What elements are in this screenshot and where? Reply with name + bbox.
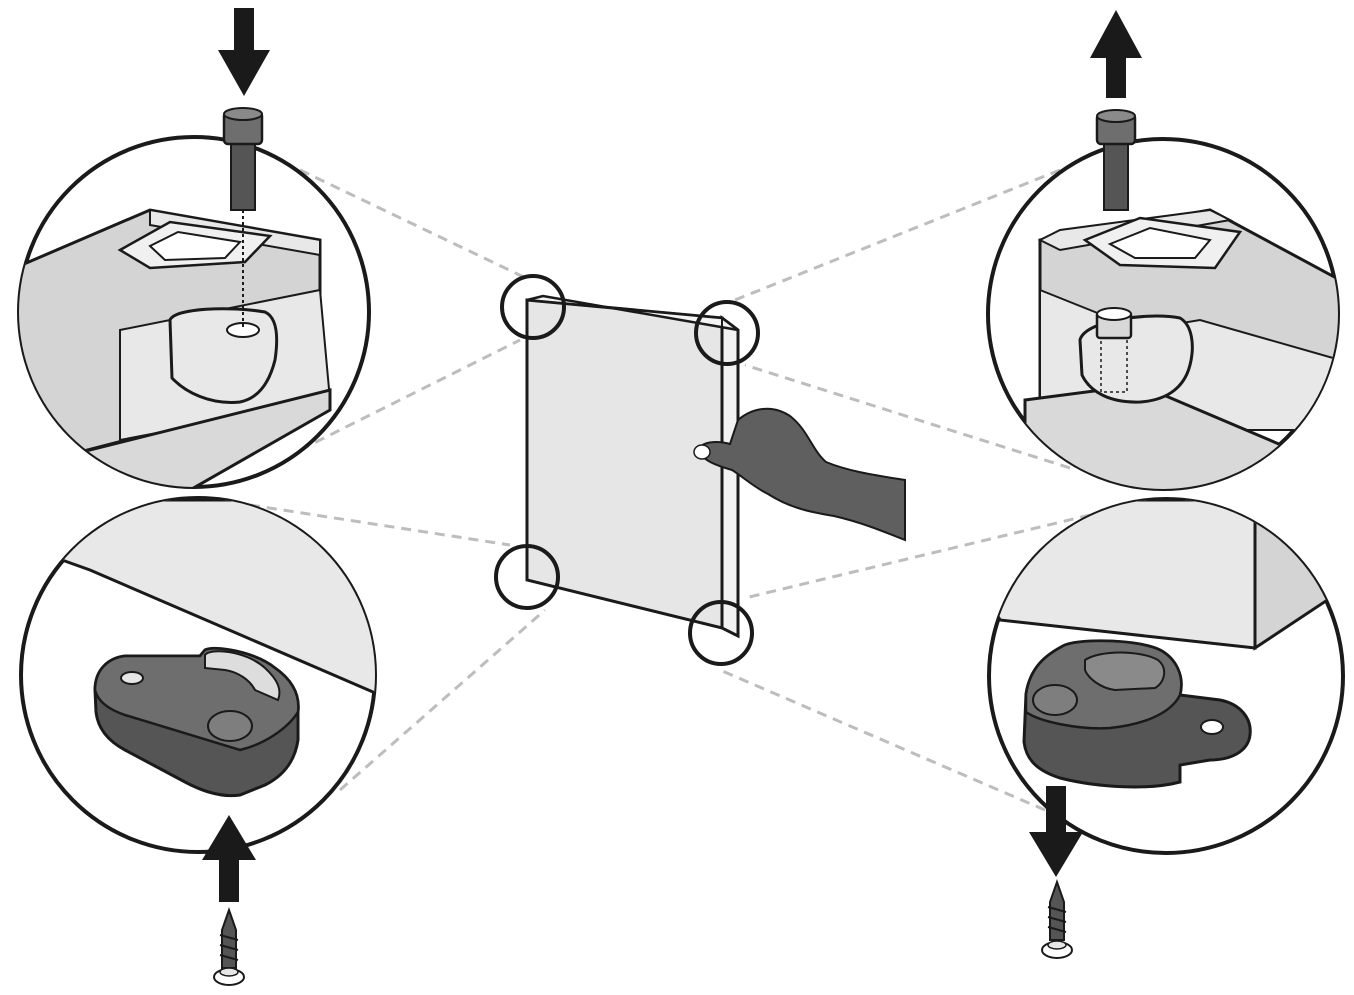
corner-callouts — [494, 274, 760, 666]
leader-lines — [249, 168, 1091, 812]
hand-holding-door — [693, 407, 906, 542]
up-arrow-icon — [202, 815, 256, 902]
down-arrow-icon — [1029, 786, 1083, 877]
cap-screw-icon — [1095, 109, 1137, 211]
detail-top-right — [986, 10, 1340, 491]
detail-bottom-right — [987, 497, 1345, 959]
wood-screw-icon — [1041, 878, 1073, 959]
detail-top-left — [17, 8, 371, 489]
cabinet-door-panel — [525, 294, 740, 639]
up-arrow-icon — [1090, 10, 1142, 98]
cap-screw-icon — [222, 107, 264, 211]
down-arrow-icon — [218, 8, 270, 96]
wood-screw-icon — [213, 906, 245, 986]
detail-bottom-left — [19, 496, 377, 986]
